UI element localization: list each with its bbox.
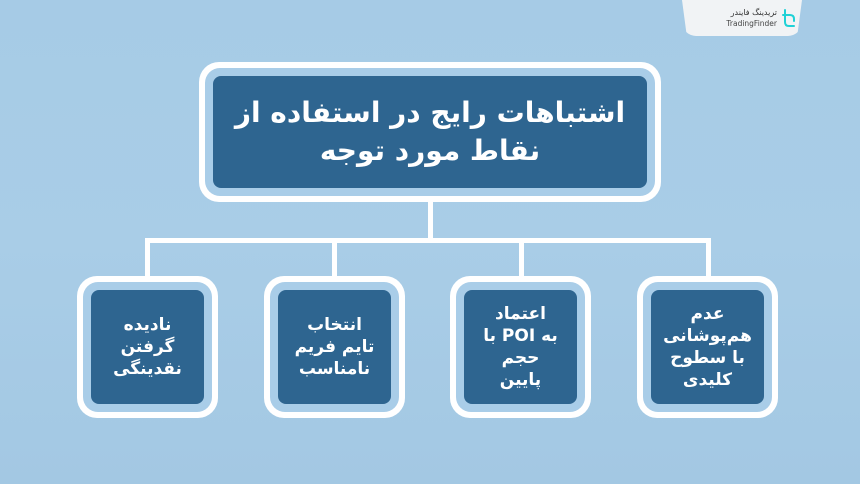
connector-drop-2: [332, 238, 337, 278]
connector-drop-3: [519, 238, 524, 278]
root-node-label: اشتباهات رایج در استفاده از نقاط مورد تو…: [213, 76, 647, 188]
child-node-label: انتخاب تایم فریم نامناسب: [278, 290, 391, 404]
child-node-label: اعتماد به POI با حجم پایین: [464, 290, 577, 404]
connector-drop-1: [145, 238, 150, 278]
tradingfinder-logo-icon: [782, 9, 795, 27]
root-node: اشتباهات رایج در استفاده از نقاط مورد تو…: [199, 62, 661, 202]
child-node-low-volume-poi: اعتماد به POI با حجم پایین: [450, 276, 591, 418]
brand-name-en: TradingFinder: [726, 19, 777, 28]
child-node-label: عدم هم‌پوشانی با سطوح کلیدی: [651, 290, 764, 404]
connector-drop-4: [706, 238, 711, 278]
child-node-no-key-level-overlap: عدم هم‌پوشانی با سطوح کلیدی: [637, 276, 778, 418]
brand-text: تریدینگ فایندر TradingFinder: [726, 7, 777, 29]
brand-logo: تریدینگ فایندر TradingFinder: [682, 0, 802, 36]
child-node-wrong-timeframe: انتخاب تایم فریم نامناسب: [264, 276, 405, 418]
connector-horizontal: [145, 238, 711, 243]
connector-trunk: [428, 202, 433, 240]
brand-name-fa: تریدینگ فایندر: [730, 8, 777, 17]
child-node-ignoring-liquidity: نادیده گرفتن نقدینگی: [77, 276, 218, 418]
child-node-label: نادیده گرفتن نقدینگی: [91, 290, 204, 404]
